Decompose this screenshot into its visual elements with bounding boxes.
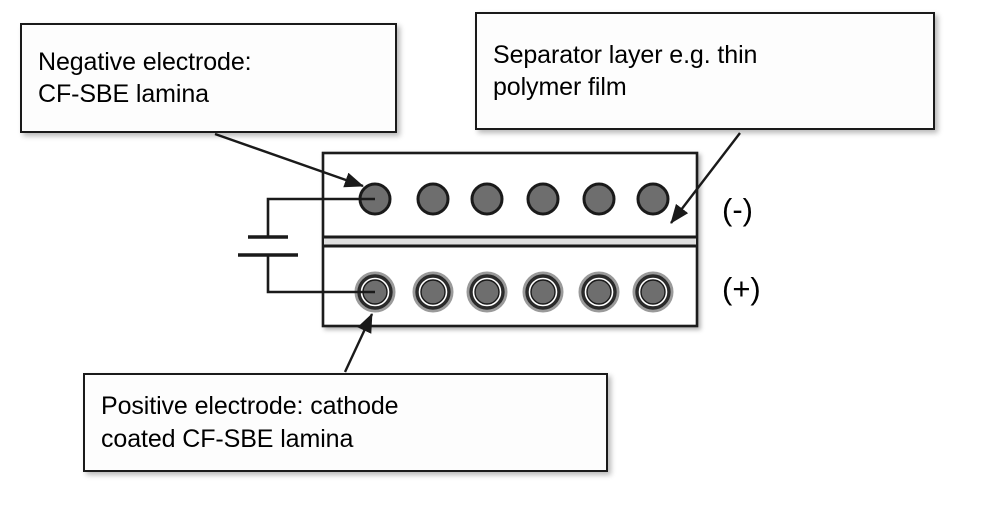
callout-negative-electrode-line2: CF-SBE lamina: [38, 80, 209, 108]
callout-positive-electrode: Positive electrode: cathode coated CF-SB…: [83, 373, 608, 472]
polarity-label-positive: (+): [722, 271, 761, 306]
fiber-coating-outer: [578, 271, 620, 313]
leader-arrow-separator: [670, 132, 741, 224]
battery-symbol: [238, 197, 375, 294]
callout-negative-electrode-line1: Negative electrode:: [38, 47, 252, 76]
top-electrode-fiber: [636, 182, 670, 216]
fiber-core: [640, 279, 666, 305]
callout-positive-electrode-line1: Positive electrode: cathode: [101, 392, 399, 420]
leader-arrow-positive-electrode: [343, 313, 374, 373]
callout-separator: Separator layer e.g. thin polymer film: [475, 12, 935, 130]
fiber-coating-ring: [415, 274, 451, 310]
separator-band: [324, 236, 696, 246]
fiber-coating-ring: [525, 274, 561, 310]
top-electrode-fiber-row: [358, 182, 670, 216]
top-electrode-fiber: [416, 182, 450, 216]
bottom-electrode-fiber: [466, 271, 508, 313]
bottom-electrode-fiber: [522, 271, 564, 313]
circuit-wire-bottom: [266, 256, 375, 294]
fiber-coating-ring: [635, 274, 671, 310]
polarity-label-negative: (-): [722, 192, 753, 227]
fiber-coating-ring: [469, 274, 505, 310]
callout-negative-electrode: Negative electrode: CF-SBE lamina: [20, 23, 397, 133]
callout-positive-electrode-line2: coated CF-SBE lamina: [101, 424, 354, 453]
top-electrode-fiber: [526, 182, 560, 216]
fiber-coating-outer: [522, 271, 564, 313]
fiber-core: [474, 279, 500, 305]
top-electrode-fiber: [470, 182, 504, 216]
separator-layer: [324, 235, 696, 248]
callout-separator-line1: Separator layer e.g. thin: [493, 40, 758, 69]
fiber-coating-outer: [466, 271, 508, 313]
fiber-core: [420, 279, 446, 305]
callout-arrows: [214, 132, 741, 373]
fiber-coating-ring: [581, 274, 617, 310]
fiber-core: [530, 279, 556, 305]
circuit-wire-top: [266, 197, 375, 237]
fiber-core: [586, 279, 612, 305]
bottom-electrode-fiber: [412, 271, 454, 313]
fiber-coating-outer: [412, 271, 454, 313]
bottom-electrode-fiber: [632, 271, 674, 313]
top-electrode-fiber: [582, 182, 616, 216]
bottom-electrode-fiber: [578, 271, 620, 313]
callout-separator-line2: polymer film: [493, 73, 627, 101]
leader-arrow-negative-electrode: [214, 132, 364, 188]
fiber-coating-outer: [632, 271, 674, 313]
